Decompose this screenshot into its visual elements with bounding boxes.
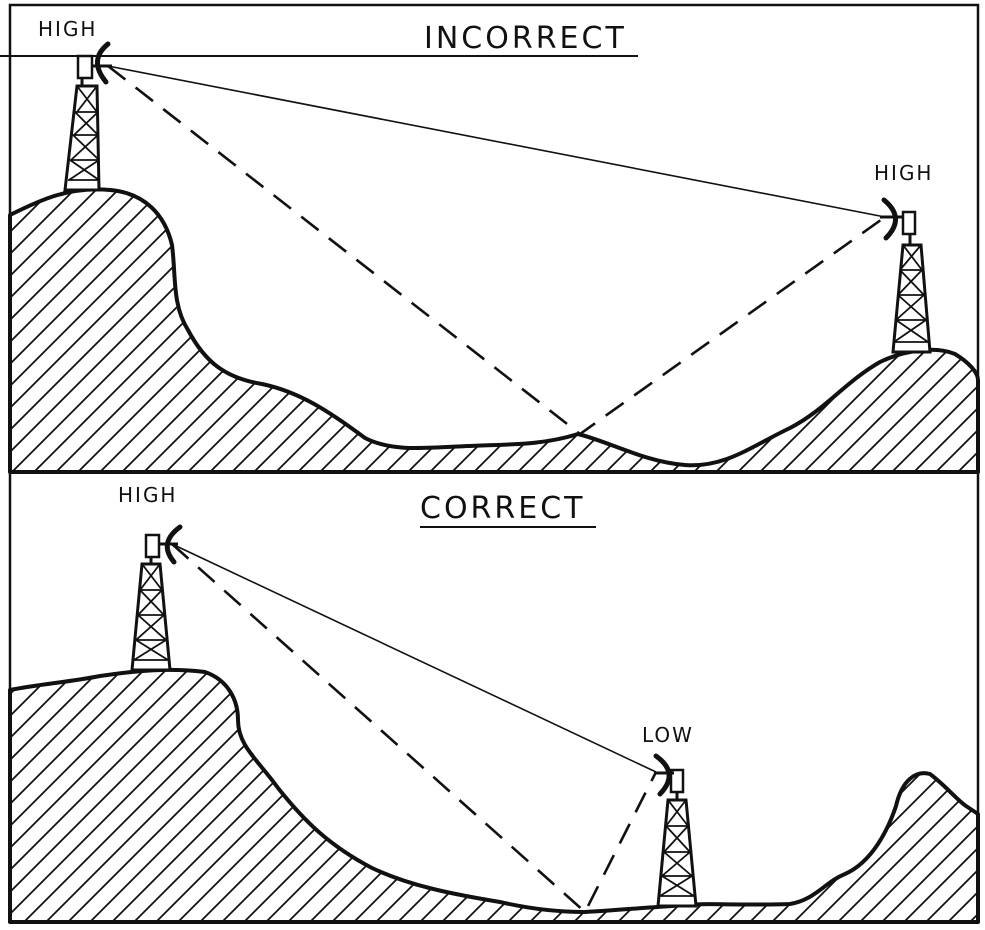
tower-right-incorrect xyxy=(891,210,932,354)
tower-left-incorrect xyxy=(63,54,101,192)
panel-incorrect-title: INCORRECT xyxy=(424,21,627,56)
terrain-correct xyxy=(8,667,980,924)
dish-left-incorrect xyxy=(95,41,111,85)
panel-correct: CORRECT HIGH LOW xyxy=(8,470,980,924)
direct-path-correct xyxy=(171,543,657,773)
dish-right-incorrect xyxy=(881,197,898,241)
panel-incorrect: INCORRECT HIGH HIGH xyxy=(0,3,980,474)
tower-left-correct xyxy=(130,533,172,672)
label-right-correct: LOW xyxy=(642,723,694,747)
dish-right-correct xyxy=(653,753,672,797)
tower-right-correct xyxy=(656,768,698,908)
panel-correct-title: CORRECT xyxy=(420,491,585,526)
label-left-incorrect: HIGH xyxy=(38,17,97,41)
label-right-incorrect: HIGH xyxy=(874,161,933,185)
direct-path-incorrect xyxy=(107,65,886,218)
reflected-path-correct xyxy=(171,543,658,915)
terrain-incorrect xyxy=(8,187,980,474)
reflected-path-incorrect xyxy=(107,64,886,436)
label-left-correct: HIGH xyxy=(118,483,177,507)
